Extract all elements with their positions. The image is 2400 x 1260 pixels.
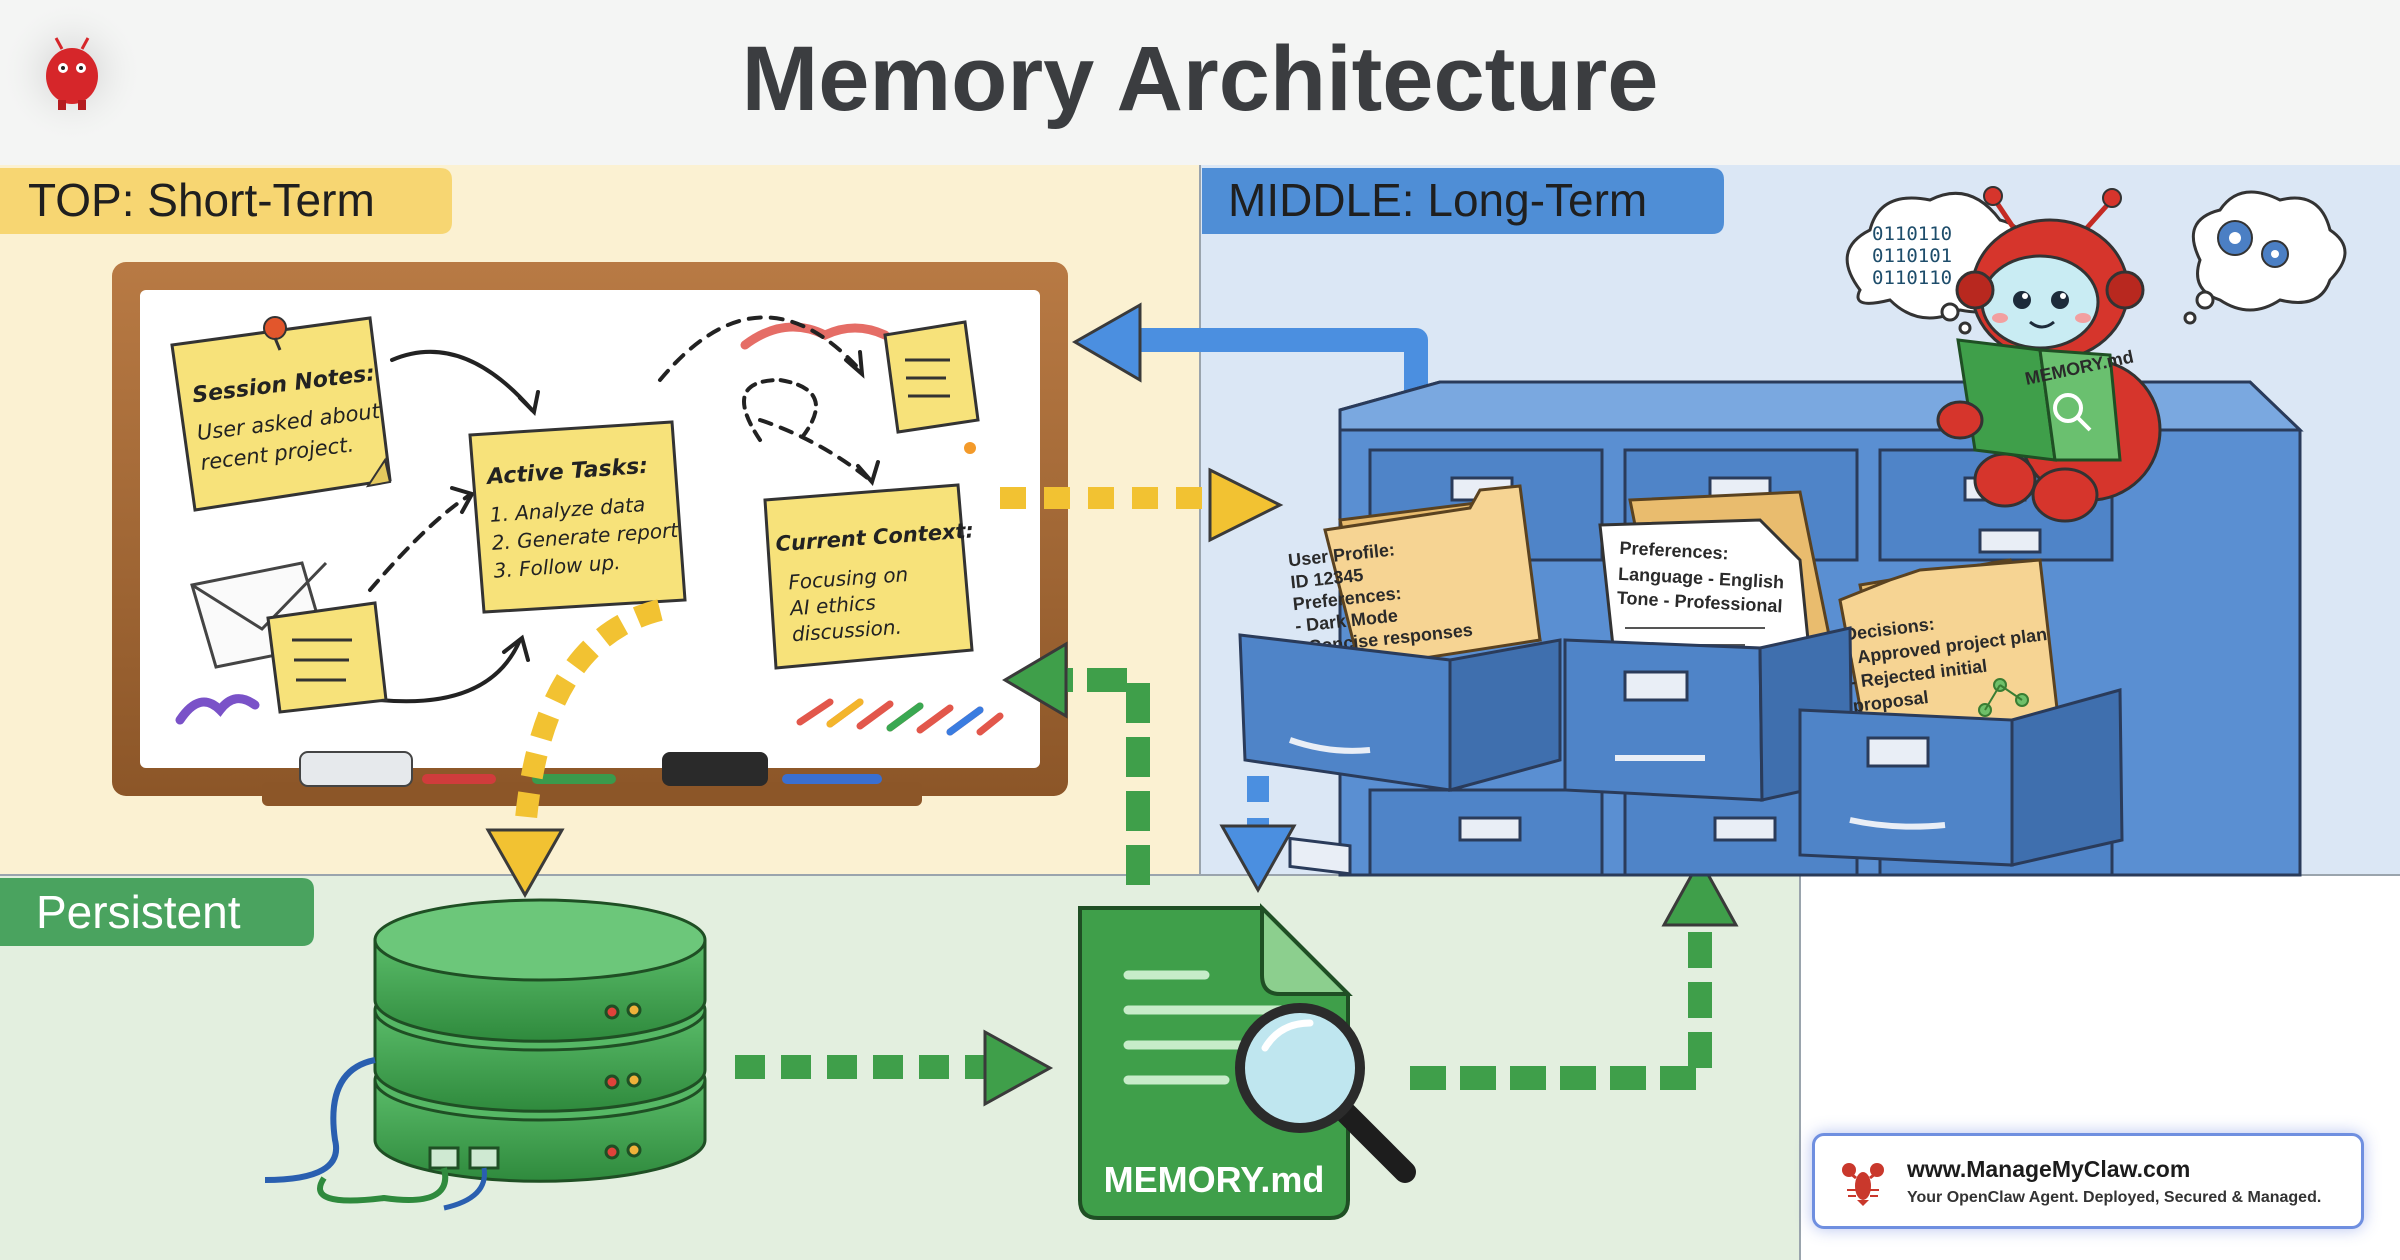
eraser-icon: [299, 751, 413, 787]
badge-tagline: Your OpenClaw Agent. Deployed, Secured &…: [1907, 1189, 2322, 1206]
memory-file-label: MEMORY.md: [1104, 1159, 1325, 1200]
persistent-tab: [0, 878, 314, 946]
arrow-shortterm-to-longterm: [1000, 467, 1284, 543]
robot-mascot: 0110110 0110101 0110110: [1845, 186, 2347, 523]
database-server-icon: [264, 898, 707, 1211]
header-bar: [0, 0, 2400, 165]
page-title: Memory Architecture: [742, 28, 1659, 130]
thought-bubble-gears: [2183, 190, 2347, 325]
book-icon: MEMORY.md: [1956, 338, 2135, 462]
binary-line-1: 0110110: [1872, 223, 1952, 245]
short-term-tab: [0, 168, 452, 234]
sticky-note-context: Current Context: Focusing on AI ethics d…: [763, 483, 975, 670]
binary-line-2: 0110101: [1872, 245, 1952, 267]
folder-preferences: Preferences: Language - English Tone - P…: [1598, 490, 1832, 667]
cabinet-drawers-open: [1238, 626, 2124, 876]
long-term-tab: [1202, 168, 1724, 234]
arrow-memory-to-shortterm: [1002, 641, 1150, 885]
pushpin-icon: [263, 316, 287, 340]
arrow-memory-to-longterm: [1410, 856, 1739, 1090]
sticky-note-small-bottom: [266, 601, 388, 714]
persistent-label: Persistent: [36, 886, 241, 938]
binary-line-3: 0110110: [1872, 267, 1952, 289]
marker-blue-icon: [782, 774, 882, 784]
folder-user-profile: User Profile: ID 12345 Preferences: - Da…: [1287, 484, 1542, 670]
sticky-note-tasks: Active Tasks: 1. Analyze data 2. Generat…: [468, 420, 687, 614]
long-term-label: MIDDLE: Long-Term: [1228, 174, 1647, 226]
marker-green-icon: [532, 774, 616, 784]
bug-logo-icon: [46, 37, 98, 110]
badge-url[interactable]: www.ManageMyClaw.com: [1907, 1156, 2191, 1182]
sticky-note-session: Session Notes: User asked about recent p…: [170, 316, 392, 512]
lobster-icon: [1842, 1163, 1884, 1206]
memory-file-icon: MEMORY.md: [1078, 903, 1353, 1220]
arrow-longterm-to-shortterm: [1071, 302, 1428, 410]
eraser-dark-icon: [662, 752, 768, 786]
magnifier-icon: [1235, 1003, 1416, 1183]
whiteboard-arrows: [368, 315, 880, 704]
folder-decisions: Decisions: - Approved project plan - Rej…: [1838, 558, 2062, 762]
sticky-note-small-top: [883, 320, 980, 434]
book-magnifier-icon: [2053, 393, 2083, 423]
website-badge[interactable]: www.ManageMyClaw.com Your OpenClaw Agent…: [1812, 1133, 2364, 1229]
arrow-shortterm-to-persistent: [485, 599, 663, 899]
short-term-label: TOP: Short-Term: [28, 174, 375, 226]
arrow-persistent-to-memory: [735, 1029, 1054, 1107]
marker-red-icon: [422, 774, 496, 784]
